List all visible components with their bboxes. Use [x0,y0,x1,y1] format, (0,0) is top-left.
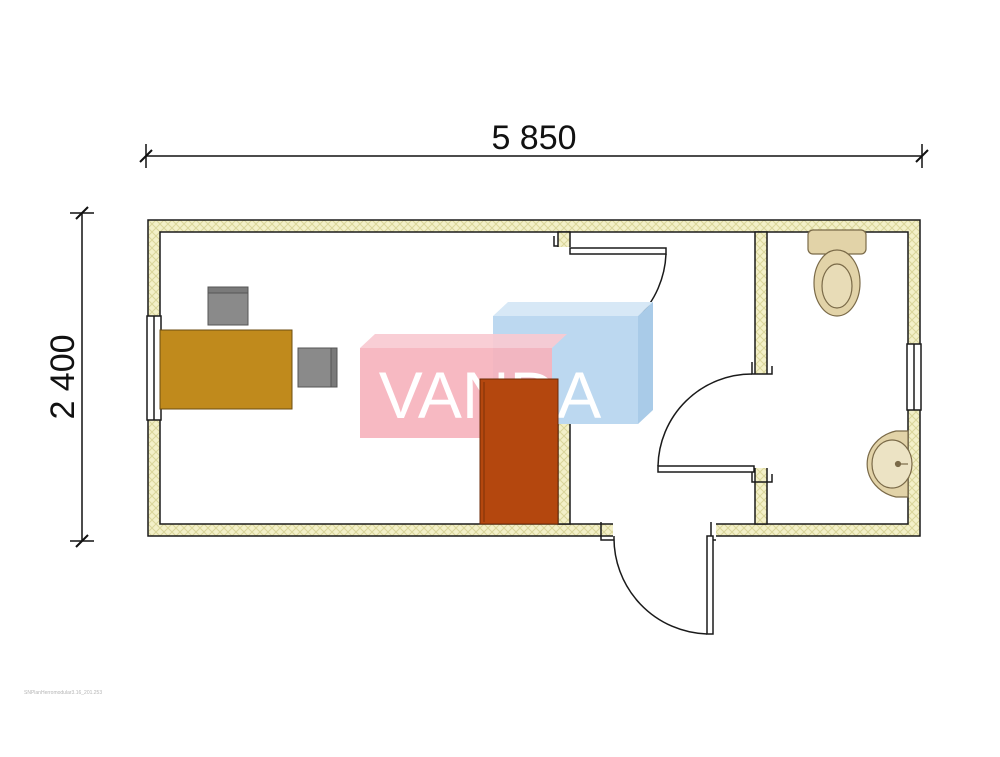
width-label: 5 850 [491,119,576,157]
height-label: 2 400 [44,334,82,419]
sink-icon [866,430,913,498]
width-dimension: 5 850 [139,119,929,168]
toilet-icon [807,229,867,317]
footer-note: SNPlanHerromodular3.16_201.253 [24,690,103,696]
desk-icon [159,329,293,410]
wardrobe-icon [479,378,559,525]
window-icon [146,315,922,421]
height-dimension: 2 400 [44,206,94,548]
chair-icon [207,286,338,388]
